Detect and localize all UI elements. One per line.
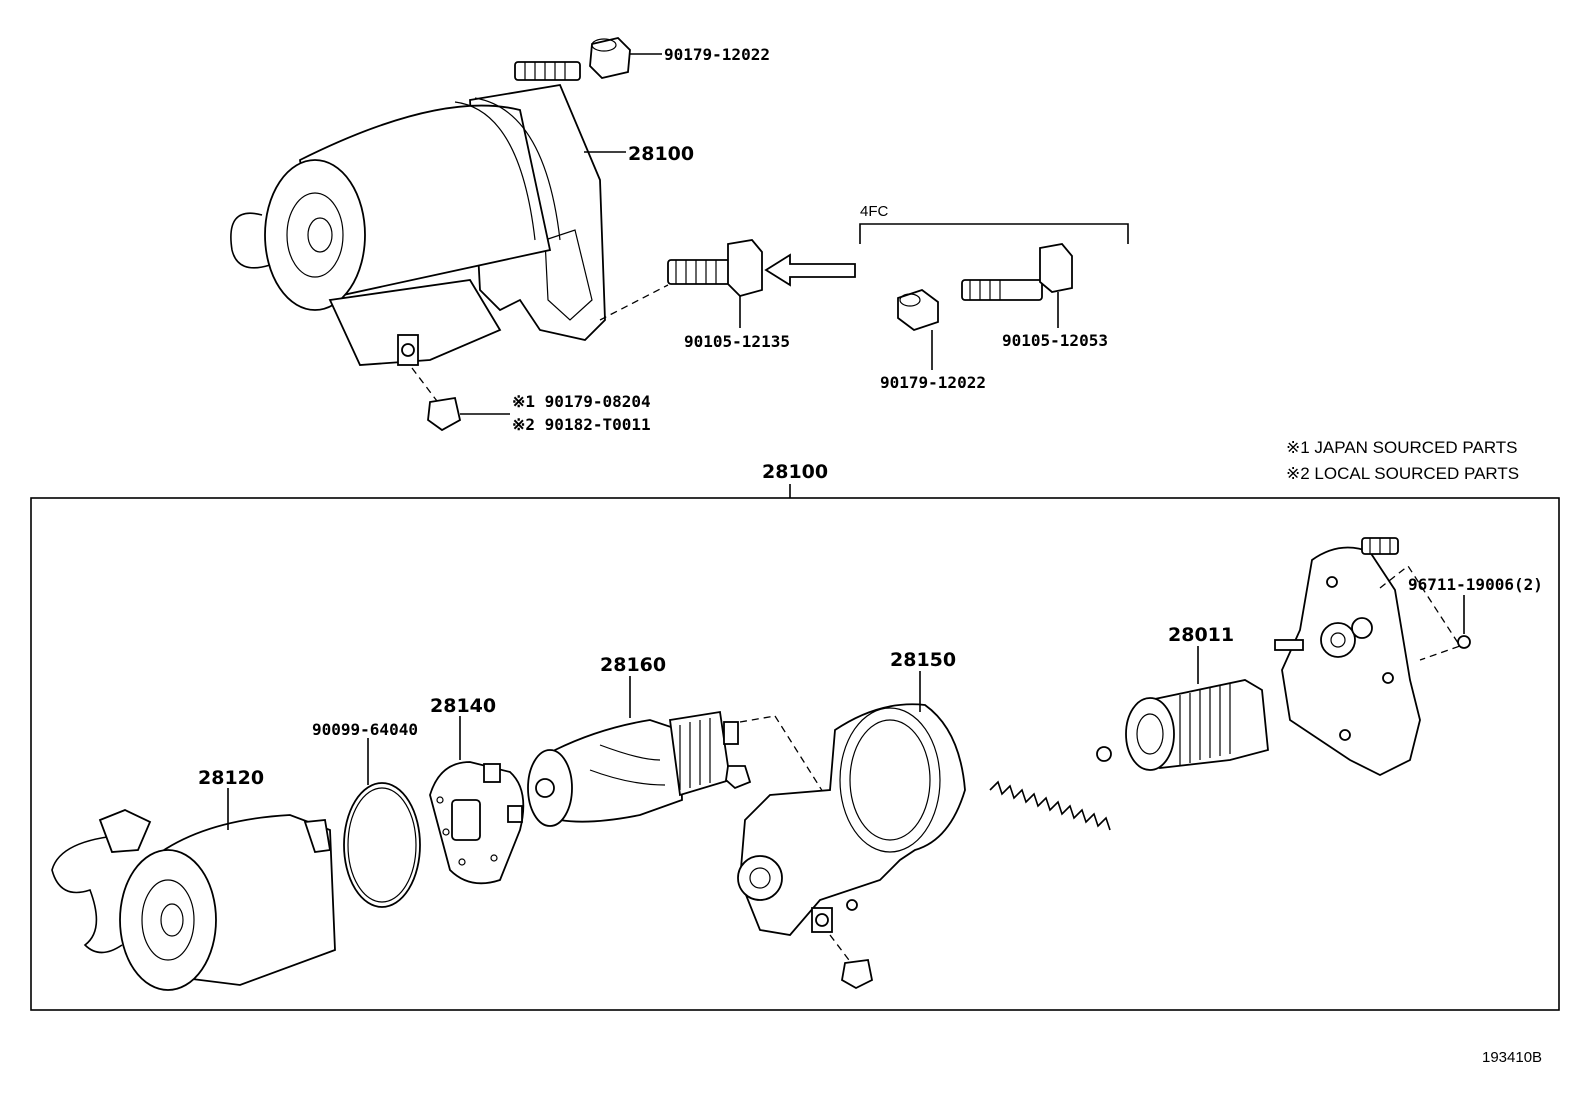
exploded-view-frame — [30, 497, 1560, 1011]
spring-ball-illustration — [1096, 746, 1112, 762]
label-armature: 28160 — [600, 654, 666, 676]
label-starter-assy-box: 28100 — [762, 461, 828, 483]
label-o-ring: 90099-64040 — [312, 720, 418, 739]
label-magnetic-switch: 28150 — [890, 649, 956, 671]
note-japan-sourced: ※1 JAPAN SOURCED PARTS — [1286, 438, 1518, 457]
label-brush-holder: 28140 — [430, 695, 496, 717]
note-local-sourced: ※2 LOCAL SOURCED PARTS — [1286, 464, 1519, 483]
switch-nut-illustration — [841, 958, 874, 990]
label-yoke: 28120 — [198, 767, 264, 789]
starter-assembly-illustration — [230, 61, 606, 432]
clutch-illustration — [1125, 679, 1269, 771]
figure-id: 193410B — [1482, 1049, 1542, 1066]
nut-4fc-illustration — [897, 288, 939, 332]
bolt-12135-illustration — [667, 239, 763, 298]
label-terminal-nut-2: ※2 90182-T0011 — [512, 415, 651, 434]
yoke-illustration — [51, 809, 336, 991]
spring-illustration — [989, 780, 1111, 831]
drive-housing-illustration — [1274, 537, 1421, 777]
ball-illustration — [1457, 635, 1471, 649]
label-top-nut: 90179-12022 — [664, 45, 770, 64]
label-clutch: 28011 — [1168, 624, 1234, 646]
brush-holder-illustration — [429, 761, 525, 885]
top-nut-illustration — [589, 37, 631, 79]
label-bolt-12135: 90105-12135 — [684, 332, 790, 351]
label-ball: 96711-19006(2) — [1408, 575, 1543, 594]
armature-illustration — [527, 710, 739, 827]
label-terminal-nut-1: ※1 90179-08204 — [512, 392, 651, 411]
arrow-left-icon — [764, 253, 856, 287]
label-starter-assy-top: 28100 — [628, 143, 694, 165]
label-nut-4fc: 90179-12022 — [880, 373, 986, 392]
magnetic-switch-illustration — [725, 703, 966, 936]
label-bolt-12053: 90105-12053 — [1002, 331, 1108, 350]
o-ring-illustration — [343, 782, 421, 908]
label-4fc: 4FC — [860, 203, 889, 220]
bolt-12053-illustration — [961, 243, 1073, 301]
